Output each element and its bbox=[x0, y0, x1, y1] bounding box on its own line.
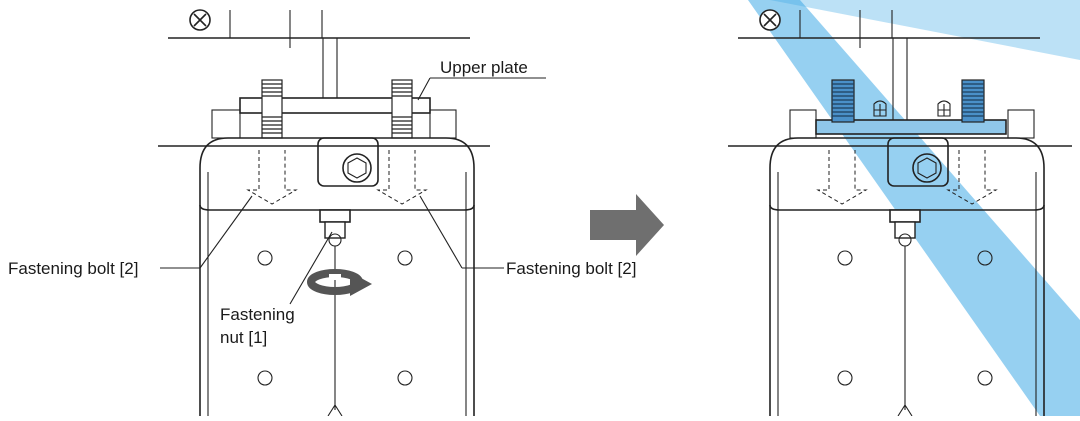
housing-tab-right bbox=[429, 109, 457, 139]
hidden-bolt-right bbox=[376, 150, 428, 205]
screw-head-left bbox=[873, 100, 887, 117]
highlight-band bbox=[748, 0, 1080, 416]
label-fastening-nut-line1: Fastening bbox=[220, 305, 295, 324]
leader-nut bbox=[289, 231, 333, 305]
housing-tab-left bbox=[211, 109, 241, 139]
bolt-right-tightened bbox=[961, 79, 985, 123]
hole-1 bbox=[257, 250, 273, 266]
housing-inner-sides bbox=[207, 172, 467, 416]
housing-top bbox=[199, 137, 475, 169]
upper-plate bbox=[239, 97, 431, 114]
bolt-right bbox=[391, 79, 413, 139]
bracket-block-2 bbox=[887, 137, 949, 187]
bracket-block bbox=[317, 137, 379, 187]
leader-bolt-right bbox=[419, 195, 463, 269]
label-upper-plate: Upper plate bbox=[440, 58, 528, 77]
highlight-band-top bbox=[770, 0, 1080, 60]
phillips-screw-icon bbox=[759, 9, 781, 31]
hole-3 bbox=[257, 370, 273, 386]
hole-2 bbox=[397, 250, 413, 266]
housing-tab-right-2 bbox=[1007, 109, 1035, 139]
hole-6 bbox=[977, 250, 993, 266]
hidden-bolt-left bbox=[246, 150, 298, 205]
hidden-bolt-left-2 bbox=[816, 150, 868, 205]
bolt-left bbox=[261, 79, 283, 139]
hole-5 bbox=[837, 250, 853, 266]
hole-8 bbox=[977, 370, 993, 386]
label-fastening-bolt-left: Fastening bolt [2] bbox=[8, 259, 138, 278]
hole-7 bbox=[837, 370, 853, 386]
right-arrow-icon bbox=[590, 194, 664, 256]
hole-4 bbox=[397, 370, 413, 386]
housing-sides-2 bbox=[769, 168, 1045, 416]
phillips-screw-icon bbox=[189, 9, 211, 31]
fastening-nut bbox=[319, 209, 351, 247]
shaft-fork bbox=[327, 404, 343, 417]
label-fastening-bolt-right: Fastening bolt [2] bbox=[506, 259, 636, 278]
housing-sides bbox=[199, 168, 475, 416]
screw-head-right bbox=[937, 100, 951, 117]
hex-socket-icon bbox=[342, 153, 372, 183]
fastening-nut-2 bbox=[889, 209, 921, 247]
label-fastening-nut-line2: nut [1] bbox=[220, 328, 267, 347]
bolt-left-tightened bbox=[831, 79, 855, 123]
shaft-fork-2 bbox=[897, 404, 913, 417]
leader-upper-plate bbox=[417, 77, 431, 101]
before-view: Upper plate Fastening bolt [2] Fastening… bbox=[8, 9, 636, 417]
housing-tab-left-2 bbox=[789, 109, 817, 139]
rotation-arrow-icon bbox=[307, 269, 372, 296]
after-view bbox=[728, 0, 1080, 417]
leader-bolt-left bbox=[199, 195, 253, 269]
housing-inner-sides-2 bbox=[777, 172, 1037, 416]
hex-socket-icon bbox=[912, 153, 942, 183]
hidden-bolt-right-2 bbox=[946, 150, 998, 205]
